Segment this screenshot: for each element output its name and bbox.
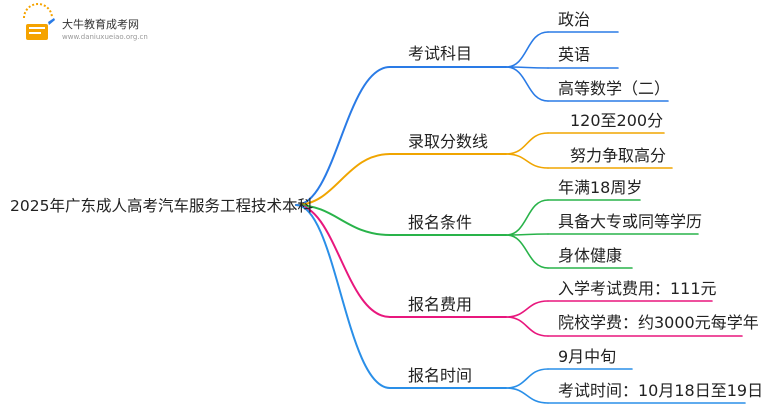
branch-requirements: 报名条件 [408, 213, 473, 232]
leaf-education: 具备大专或同等学历 [558, 212, 703, 231]
leaf-english: 英语 [558, 45, 591, 64]
leaf-math: 高等数学（二） [558, 79, 671, 98]
branch-connector [295, 153, 391, 206]
brand-name: 大牛教育成考网 [62, 18, 139, 31]
leaf-connector [505, 234, 549, 269]
branch-connector [295, 204, 391, 236]
branch-schedule: 报名时间 [408, 366, 473, 385]
leaf-connector [505, 368, 549, 389]
leaf-exam-fee: 入学考试费用：111元 [558, 279, 717, 298]
branch-exam-subjects: 考试科目 [408, 44, 473, 63]
branch-connector [295, 204, 391, 389]
branch-fees: 报名费用 [408, 295, 473, 314]
leaf-connector [505, 132, 549, 155]
leaf-health: 身体健康 [558, 246, 623, 265]
leaf-connector [505, 300, 549, 318]
root-node: 2025年广东成人高考汽车服务工程技术本科 [10, 197, 313, 215]
leaf-score-range: 120至200分 [570, 111, 664, 130]
brand-url: www.daniuxueiao.org.cn [62, 33, 148, 41]
leaf-connector [505, 199, 549, 236]
leaf-age: 年满18周岁 [558, 178, 643, 197]
leaf-registration-time: 9月中旬 [558, 347, 617, 366]
leaf-connector [505, 316, 549, 337]
branch-admission-score: 录取分数线 [408, 132, 489, 151]
leaf-aim-high: 努力争取高分 [570, 146, 667, 165]
leaf-connector [505, 387, 549, 404]
branch-connector [295, 66, 391, 206]
book-pen-icon [23, 3, 55, 40]
leaf-exam-date: 考试时间：10月18日至19日 [558, 381, 763, 400]
leaf-tuition: 院校学费：约3000元每学年 [558, 313, 759, 332]
leaf-connector [505, 66, 549, 102]
leaf-connector [505, 31, 549, 68]
leaf-connector [505, 153, 549, 169]
branch-connector [295, 204, 391, 318]
leaf-politics: 政治 [558, 10, 591, 29]
